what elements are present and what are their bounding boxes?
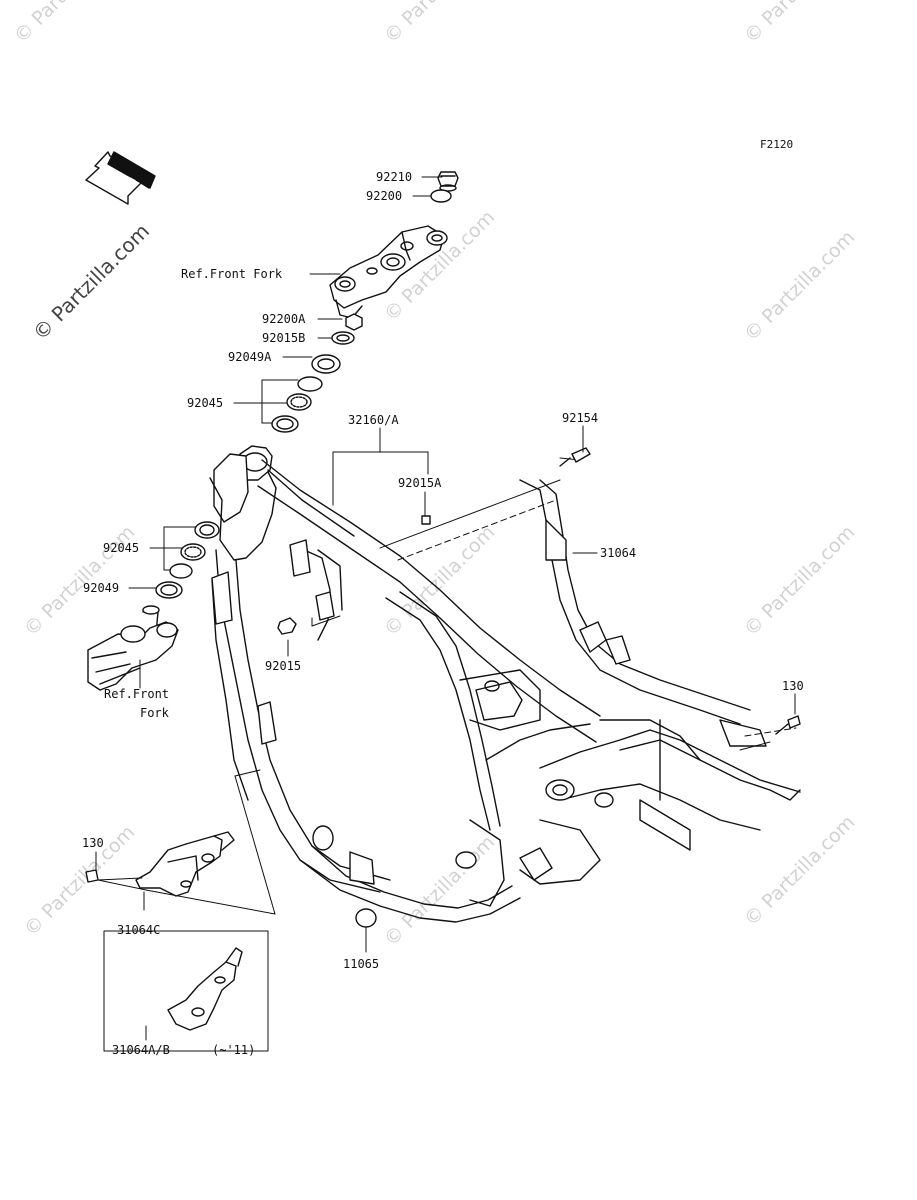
part-label-31064AB: 31064A/B xyxy=(112,1043,170,1057)
part-label-92045-bottom: 92045 xyxy=(103,541,140,555)
part-label-92200: 92200 xyxy=(366,189,403,203)
guide-lines xyxy=(312,458,796,750)
bracket-31064C xyxy=(136,832,234,896)
bearing-stack-bottom xyxy=(156,522,219,598)
part-label-92154: 92154 xyxy=(562,411,599,425)
part-label-92015B: 92015B xyxy=(262,331,306,345)
part-label-92210: 92210 xyxy=(376,170,413,184)
front-arrow-icon: FRONT xyxy=(86,152,155,204)
part-label-130-right: 130 xyxy=(782,679,804,693)
part-label-31064C: 31064C xyxy=(117,923,161,937)
stem-nut xyxy=(438,172,458,191)
part-label-92015: 92015 xyxy=(265,659,302,673)
frame-main xyxy=(210,446,800,922)
part-label-31064: 31064 xyxy=(600,546,637,560)
bearing-stack-top xyxy=(272,314,362,432)
bolt-130-left xyxy=(86,870,98,882)
part-label-92045-top: 92045 xyxy=(187,396,224,410)
part-label-32160A: 32160/A xyxy=(348,413,399,427)
bolt-92154 xyxy=(560,448,590,466)
part-label-92200A: 92200A xyxy=(262,312,306,326)
upper-bracket xyxy=(330,226,447,318)
ref-front-fork-left: Ref.Front xyxy=(104,687,170,701)
plug-11065 xyxy=(356,909,376,927)
ref-front-fork-left-2: Fork xyxy=(140,706,169,720)
bracket-31064AB xyxy=(168,948,242,1030)
part-label-11065: 11065 xyxy=(343,957,380,971)
part-label-130-left: 130 xyxy=(82,836,104,850)
ref-front-fork-top: Ref.Front Fork xyxy=(181,267,283,281)
figure-code: F2120 xyxy=(760,138,794,151)
part-label-92015A: 92015A xyxy=(398,476,442,490)
variant-box xyxy=(104,931,268,1051)
leader-lines xyxy=(96,177,795,1040)
bolt-130-right xyxy=(776,716,800,734)
part-label-92049: 92049 xyxy=(83,581,120,595)
year-note: (~'11) xyxy=(212,1043,256,1057)
lower-bracket xyxy=(88,606,178,690)
nut-92015 xyxy=(278,618,296,634)
stem-washer xyxy=(431,190,451,202)
part-label-92049A: 92049A xyxy=(228,350,272,364)
bolt-92015A xyxy=(422,516,430,524)
